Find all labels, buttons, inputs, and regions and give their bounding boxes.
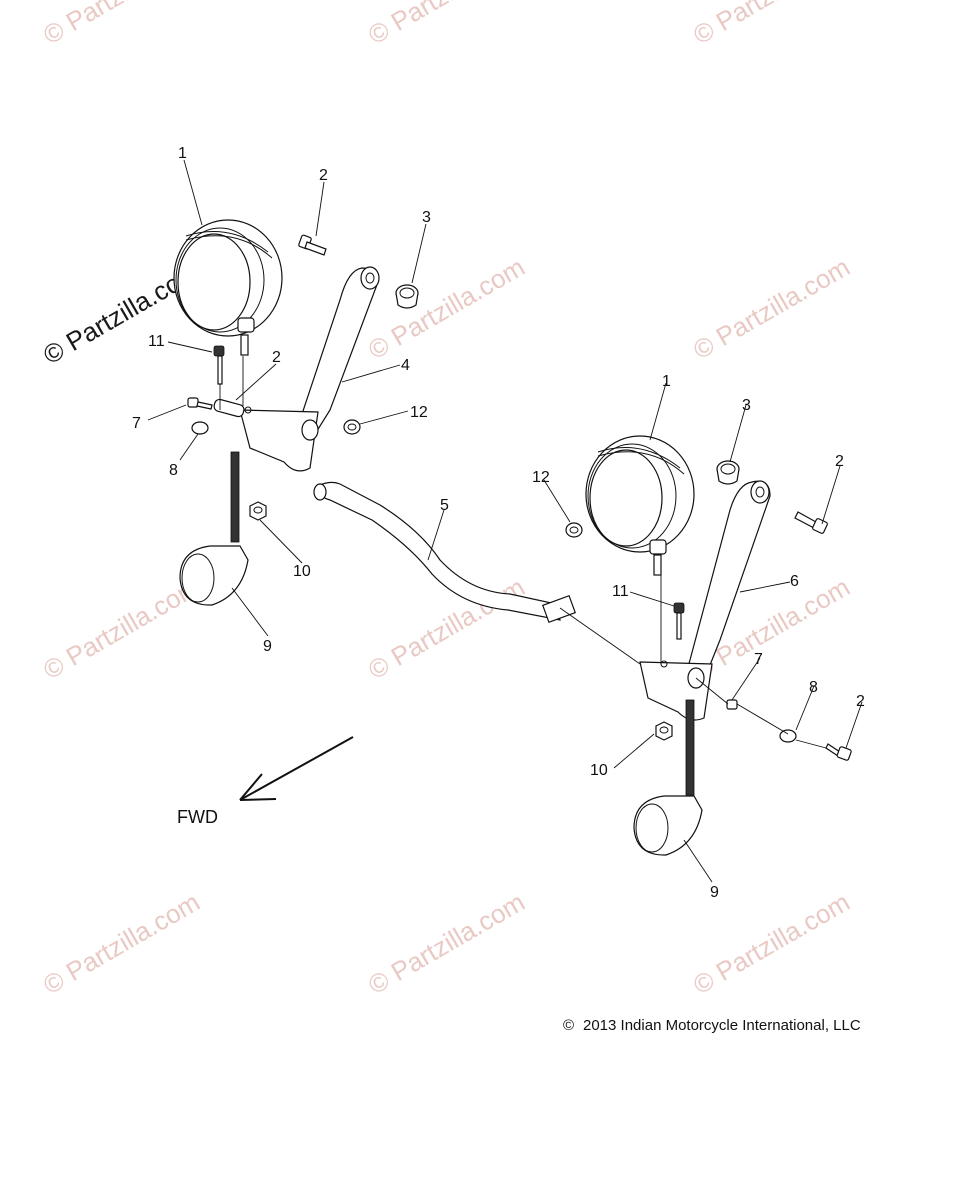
turn-signal-right — [633, 699, 703, 856]
watermark: © Partzilla.com — [38, 572, 205, 686]
crossbar — [313, 481, 577, 624]
bolt-7-left — [187, 397, 213, 410]
watermark: © Partzilla.com — [688, 887, 855, 1001]
bolt-7-right — [726, 699, 738, 710]
nut-10-left — [249, 501, 267, 521]
callout-2: 2 — [835, 453, 844, 470]
callout-2: 2 — [272, 349, 281, 366]
forward-arrow: FWD — [177, 736, 354, 827]
callout-11: 11 — [148, 333, 165, 350]
turn-signal-left — [179, 451, 249, 606]
callout-2: 2 — [856, 693, 865, 710]
bushing-right — [716, 460, 740, 485]
right-assembly — [565, 435, 852, 856]
callout-leaders — [147, 159, 863, 883]
callout-1: 1 — [178, 145, 187, 162]
callout-6: 6 — [790, 573, 799, 590]
callout-11: 11 — [612, 583, 629, 600]
watermark: © Partzilla.com — [688, 252, 855, 366]
left-assembly — [173, 219, 577, 624]
watermark: © Partzilla.com — [363, 887, 530, 1001]
watermark: © Partzilla.com — [38, 0, 205, 50]
watermark: © Partzilla.com — [363, 0, 530, 50]
headlamp-right — [585, 435, 695, 576]
bolt-right-top — [794, 511, 828, 534]
callout-9: 9 — [710, 884, 719, 901]
mount-arm-left — [239, 266, 380, 472]
callout-5: 5 — [440, 497, 449, 514]
copyright-notice: © 2013 Indian Motorcycle International, … — [563, 1017, 861, 1034]
grommet-12-right — [565, 522, 583, 538]
grommet-12-left — [343, 419, 361, 435]
fwd-label: FWD — [177, 807, 218, 827]
callout-12: 12 — [410, 404, 428, 421]
callouts: 1 2 3 11 2 4 7 12 8 5 10 9 1 3 2 12 11 6… — [132, 145, 865, 901]
watermark: © Partzilla.com — [688, 0, 855, 50]
screw-11-right-shank — [676, 612, 682, 640]
callout-1: 1 — [662, 373, 671, 390]
callout-3: 3 — [422, 209, 431, 226]
callout-4: 4 — [401, 357, 410, 374]
nut-10-right — [655, 721, 673, 741]
spacer-2-left — [213, 398, 245, 418]
assembly-lines — [219, 356, 827, 749]
callout-9: 9 — [263, 638, 272, 655]
bolt-left-top — [298, 234, 327, 256]
screw-11-left — [213, 345, 225, 357]
callout-10: 10 — [590, 762, 608, 779]
headlamp-left — [173, 219, 283, 356]
bolt-2-right-bottom — [825, 743, 852, 761]
watermark: © Partzilla.com — [363, 252, 530, 366]
screw-11-left-shank — [217, 355, 223, 385]
callout-12: 12 — [532, 469, 550, 486]
callout-8: 8 — [169, 462, 178, 479]
callout-3: 3 — [742, 397, 751, 414]
callout-2: 2 — [319, 167, 328, 184]
callout-7: 7 — [754, 651, 763, 668]
callout-10: 10 — [293, 563, 311, 580]
watermark: © Partzilla.com — [38, 887, 205, 1001]
screw-11-right — [673, 602, 685, 614]
copyright-text: 2013 Indian Motorcycle International, LL… — [583, 1017, 861, 1034]
callout-7: 7 — [132, 415, 141, 432]
watermark: © Partzilla.com — [363, 572, 530, 686]
washer-8-left — [191, 421, 209, 435]
copyright-symbol: © — [563, 1017, 574, 1034]
callout-8: 8 — [809, 679, 818, 696]
washer-8-right — [779, 729, 797, 743]
bushing-left — [395, 284, 419, 309]
